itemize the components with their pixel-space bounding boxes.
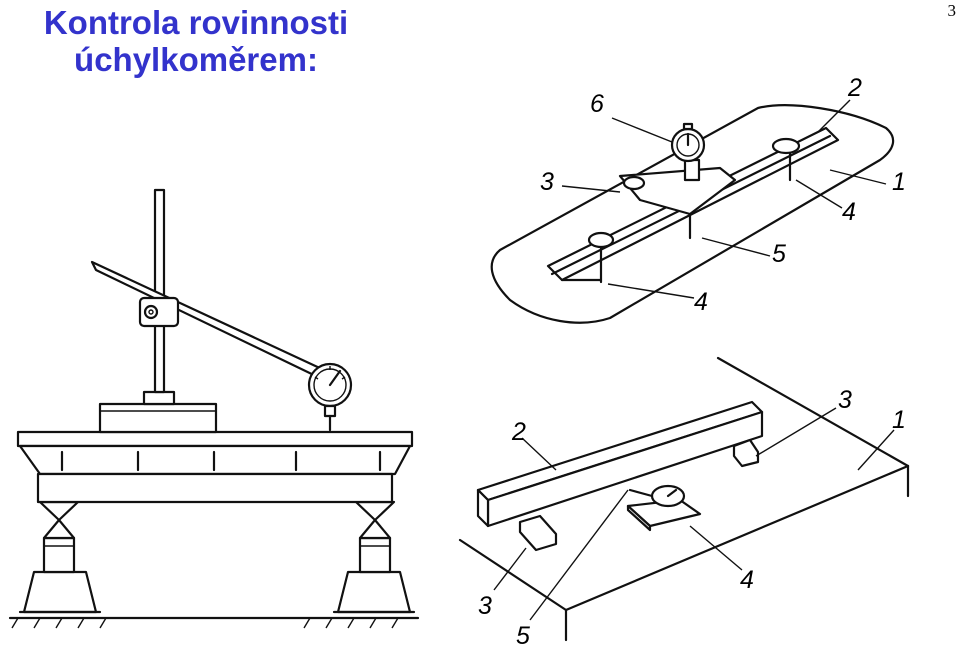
title-line-2: úchylkoměrem: [74, 41, 318, 78]
label-bottom-1: 1 [892, 406, 906, 434]
label-top-4a: 4 [842, 198, 856, 226]
straight-bar [476, 400, 764, 528]
support-feet [587, 137, 801, 284]
indicator-arm [90, 260, 326, 380]
slide-title: Kontrola rovinnosti úchylkoměrem: [0, 4, 392, 78]
label-top-4b: 4 [694, 288, 708, 316]
title-line-1: Kontrola rovinnosti [43, 4, 349, 41]
bottom-dial-gauge [626, 484, 702, 532]
label-top-5: 5 [772, 240, 786, 268]
carriage [618, 158, 737, 216]
right-support-jack [332, 500, 416, 614]
leader-lines-top [561, 99, 887, 299]
label-bottom-2: 2 [511, 418, 526, 446]
left-illustration [8, 188, 420, 629]
label-top-3: 3 [540, 168, 554, 196]
top-dial-gauge [670, 122, 706, 163]
surface-plate [16, 430, 414, 504]
floor-hatching [11, 617, 399, 629]
stand-base [98, 390, 218, 434]
stand-clamp [138, 296, 180, 328]
label-top-2: 2 [847, 74, 862, 102]
label-bottom-3a: 3 [838, 386, 852, 414]
bar-supports [518, 438, 760, 552]
leader-lines-bottom [493, 407, 895, 621]
page-number: 3 [947, 1, 957, 20]
label-bottom-5: 5 [516, 622, 530, 650]
inspection-plate [458, 356, 910, 642]
bottom-right-illustration: 3 2 1 4 3 5 [458, 356, 910, 650]
dial-indicator [307, 362, 353, 432]
label-bottom-4: 4 [740, 566, 754, 594]
left-support-jack [18, 500, 102, 614]
top-right-illustration: 6 2 3 1 4 5 4 [490, 74, 906, 324]
label-top-1: 1 [892, 168, 906, 196]
plate-outline [490, 104, 895, 324]
label-top-6: 6 [590, 90, 604, 118]
label-bottom-3b: 3 [478, 592, 492, 620]
